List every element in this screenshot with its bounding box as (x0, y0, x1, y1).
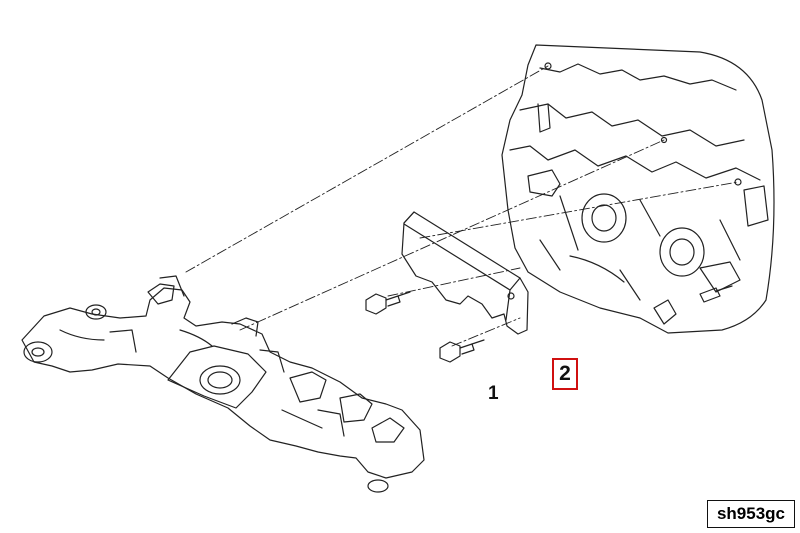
bolt-lower (439, 339, 485, 363)
callout-1-label: 1 (488, 383, 499, 404)
exhaust-manifold (21, 275, 425, 493)
engine-block (501, 44, 775, 334)
gasket (401, 211, 529, 335)
bolt-upper (365, 291, 411, 315)
callout-2-label: 2 (552, 358, 578, 390)
stud (699, 285, 733, 303)
figure-code-label: sh953gc (707, 500, 795, 528)
alignment-lines (185, 65, 739, 347)
